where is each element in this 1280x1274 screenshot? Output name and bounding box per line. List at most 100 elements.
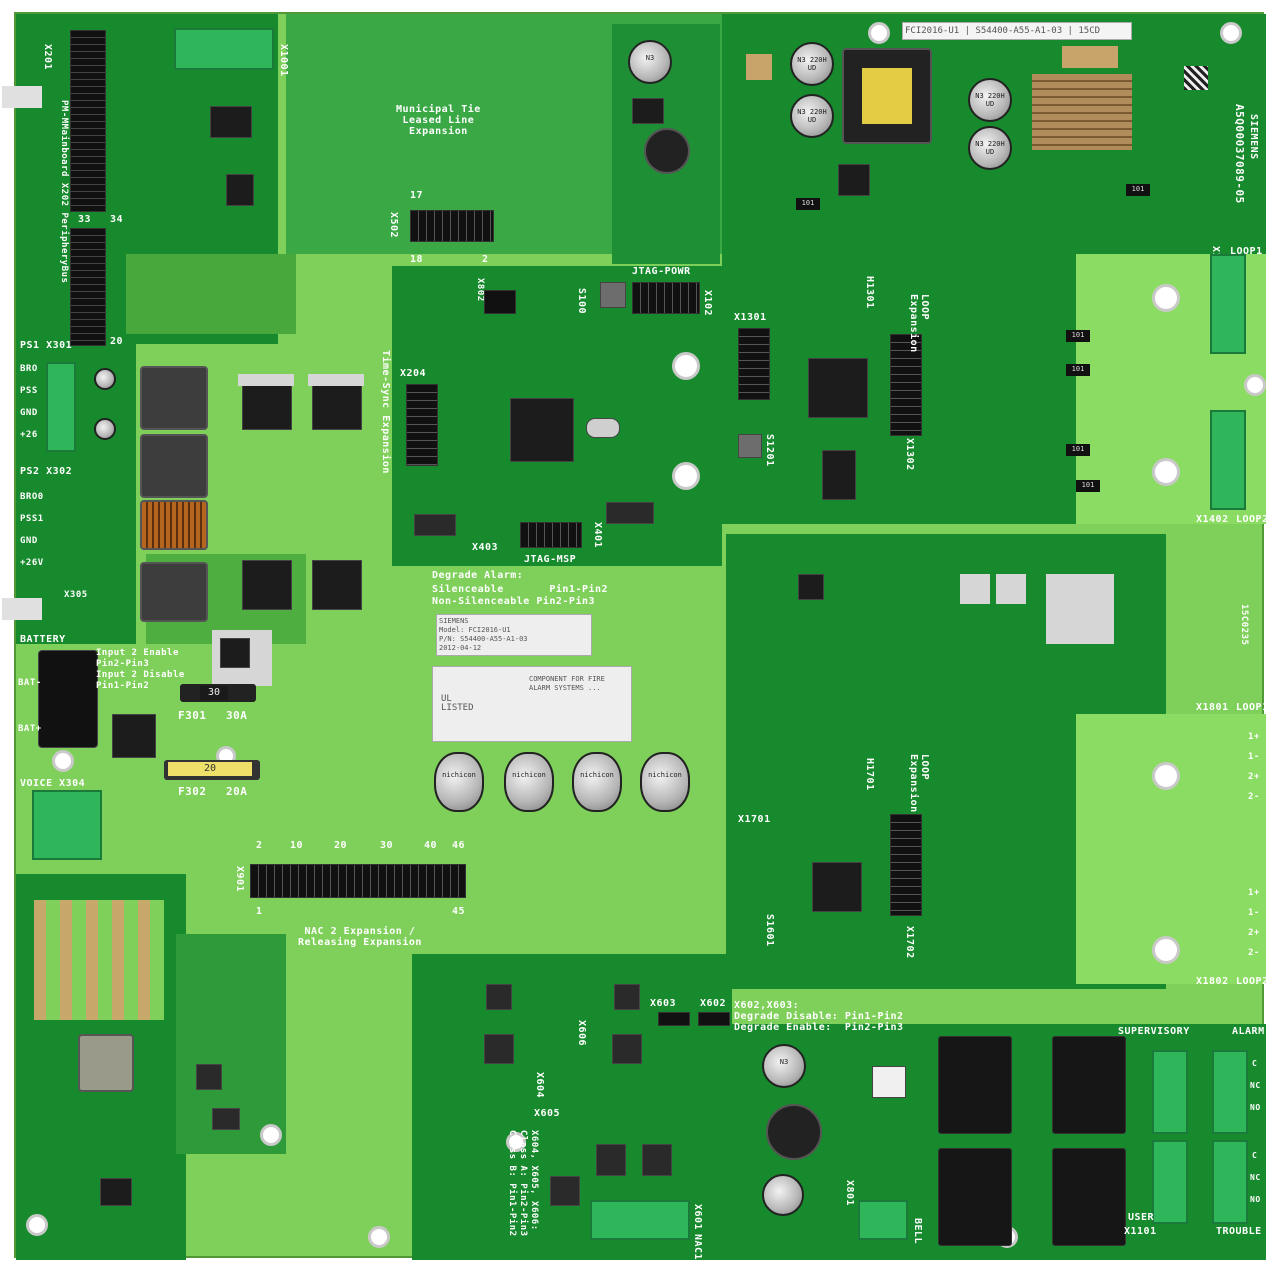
x1702-header[interactable] xyxy=(890,814,922,916)
component xyxy=(746,54,772,80)
x201-label: X201 xyxy=(42,44,53,71)
loop1b-label: LOOP1 xyxy=(1236,702,1269,713)
reset-button-s1201[interactable] xyxy=(738,434,762,458)
ic-chip xyxy=(100,1178,132,1206)
x1302-header[interactable] xyxy=(890,334,922,436)
ps2-gnd: GND xyxy=(20,536,38,546)
jtag-powr-label: JTAG-POWR xyxy=(632,266,691,277)
x1401-connector[interactable] xyxy=(1210,254,1246,354)
listing-text: COMPONENT FOR FIRE ALARM SYSTEMS ... xyxy=(529,675,605,692)
ps1-connector[interactable] xyxy=(46,362,76,452)
x604-label: X604 xyxy=(534,1072,545,1099)
loop2-plus2: 2+ xyxy=(1248,928,1260,938)
loop2-minus1: 1- xyxy=(1248,908,1260,918)
bat-minus-label: BAT- xyxy=(18,678,42,688)
ic-chip xyxy=(196,1064,222,1090)
loop1-label: LOOP1 xyxy=(1230,246,1263,257)
x603-header[interactable] xyxy=(658,1012,690,1026)
x1702-label: X1702 xyxy=(904,926,915,959)
inductor xyxy=(140,562,208,622)
pin-46: 46 xyxy=(452,840,466,851)
transformer xyxy=(1032,74,1132,150)
degrade-title: Degrade Alarm: xyxy=(432,570,524,581)
ic-chip xyxy=(614,984,640,1010)
heat-pad xyxy=(308,374,364,386)
inductor xyxy=(140,366,208,430)
x202-header[interactable] xyxy=(70,228,106,346)
mount-hole xyxy=(368,1226,390,1248)
trouble-label: TROUBLE xyxy=(1216,1226,1262,1237)
s1201-label: S1201 xyxy=(764,434,775,467)
ps1-26: +26 xyxy=(20,430,38,440)
msp-processor[interactable] xyxy=(510,398,574,462)
pin-45: 45 xyxy=(452,906,466,917)
coil xyxy=(766,1104,822,1160)
reset-button-s100[interactable] xyxy=(600,282,626,308)
regulator-chip xyxy=(210,106,252,138)
x602-header[interactable] xyxy=(698,1012,730,1026)
non-silenceable-note: Non-Silenceable Pin2-Pin3 xyxy=(432,596,596,607)
ps2-26v: +26V xyxy=(20,558,44,568)
alarm-connector[interactable] xyxy=(1212,1050,1248,1134)
x901-header[interactable] xyxy=(250,864,466,898)
qr-code xyxy=(1184,66,1208,90)
relay xyxy=(938,1148,1012,1246)
x204-header[interactable] xyxy=(406,384,438,466)
pin-33: 33 xyxy=(78,214,92,225)
listing-sticker: UL LISTED COMPONENT FOR FIRE ALARM SYSTE… xyxy=(432,666,632,742)
alarm-c: C xyxy=(1252,1059,1258,1068)
loop2-plus1: 1+ xyxy=(1248,888,1260,898)
supervisory-connector[interactable] xyxy=(1152,1050,1188,1134)
barcode-label: FCI2016-U1 | S54400-A55-A1-03 | 15CD xyxy=(902,22,1132,40)
mount-hole xyxy=(672,352,700,380)
degrade-note: X602,X603: Degrade Disable: Pin1-Pin2 De… xyxy=(734,1000,904,1033)
ic-chip xyxy=(612,1034,642,1064)
pin-18: 18 xyxy=(410,254,424,265)
capacitor: N3 220H UD xyxy=(968,78,1012,122)
mount-hole xyxy=(1152,762,1180,790)
x1302-label: X1302 xyxy=(904,438,915,471)
user-connector[interactable] xyxy=(1152,1140,1188,1224)
battery-connector[interactable] xyxy=(38,650,98,748)
resistor-array xyxy=(34,900,164,1020)
x502-label: X502 xyxy=(388,212,399,239)
component xyxy=(1062,46,1118,68)
relay xyxy=(1052,1148,1126,1246)
x1001-connector[interactable] xyxy=(174,28,274,70)
ps1-bro: BRO xyxy=(20,364,38,374)
x802-label: X802 xyxy=(475,278,485,302)
resistor: 101 xyxy=(1066,364,1090,376)
f302-label: F302 xyxy=(178,785,207,798)
voice-connector[interactable] xyxy=(32,790,102,860)
x102-header[interactable] xyxy=(632,282,700,314)
silenceable-note: Silenceable Pin1-Pin2 xyxy=(432,584,609,595)
capacitor: nichicon xyxy=(504,752,554,812)
f301-label: F301 xyxy=(178,709,207,722)
ul-mark: UL LISTED xyxy=(441,694,474,713)
x605-label: X605 xyxy=(534,1108,561,1119)
left-zone-power xyxy=(16,344,136,644)
nac1-connector[interactable] xyxy=(590,1200,690,1240)
mount-hole xyxy=(672,462,700,490)
fuse-f301[interactable]: 30 xyxy=(180,684,256,702)
pin-1: 1 xyxy=(256,906,263,917)
x1402-connector[interactable] xyxy=(1210,410,1246,510)
time-sync-label: Time-Sync Expansion xyxy=(380,350,391,474)
jtag-msp-header[interactable] xyxy=(520,522,582,548)
mount-hole xyxy=(868,22,890,44)
jtag-msp-label: JTAG-MSP xyxy=(524,554,577,565)
side-tab xyxy=(2,598,42,620)
mount-hole xyxy=(1220,22,1242,44)
x802-header[interactable] xyxy=(484,290,516,314)
trouble-connector[interactable] xyxy=(1212,1140,1248,1224)
x1801-label: X1801 xyxy=(1196,702,1229,713)
bell-connector[interactable] xyxy=(858,1200,908,1240)
ic-chip xyxy=(550,1176,580,1206)
fuse-f302[interactable]: 20 xyxy=(164,760,260,780)
x1301-header[interactable] xyxy=(738,328,770,400)
x201-header[interactable] xyxy=(70,30,106,212)
circuit-board: X201 PM-MMainboard X202 PeripheryBus 33 … xyxy=(2,12,1268,1260)
x502-header[interactable] xyxy=(410,210,494,242)
loop2b-label: LOOP2 xyxy=(1236,976,1269,987)
resistor: 101 xyxy=(1126,184,1150,196)
